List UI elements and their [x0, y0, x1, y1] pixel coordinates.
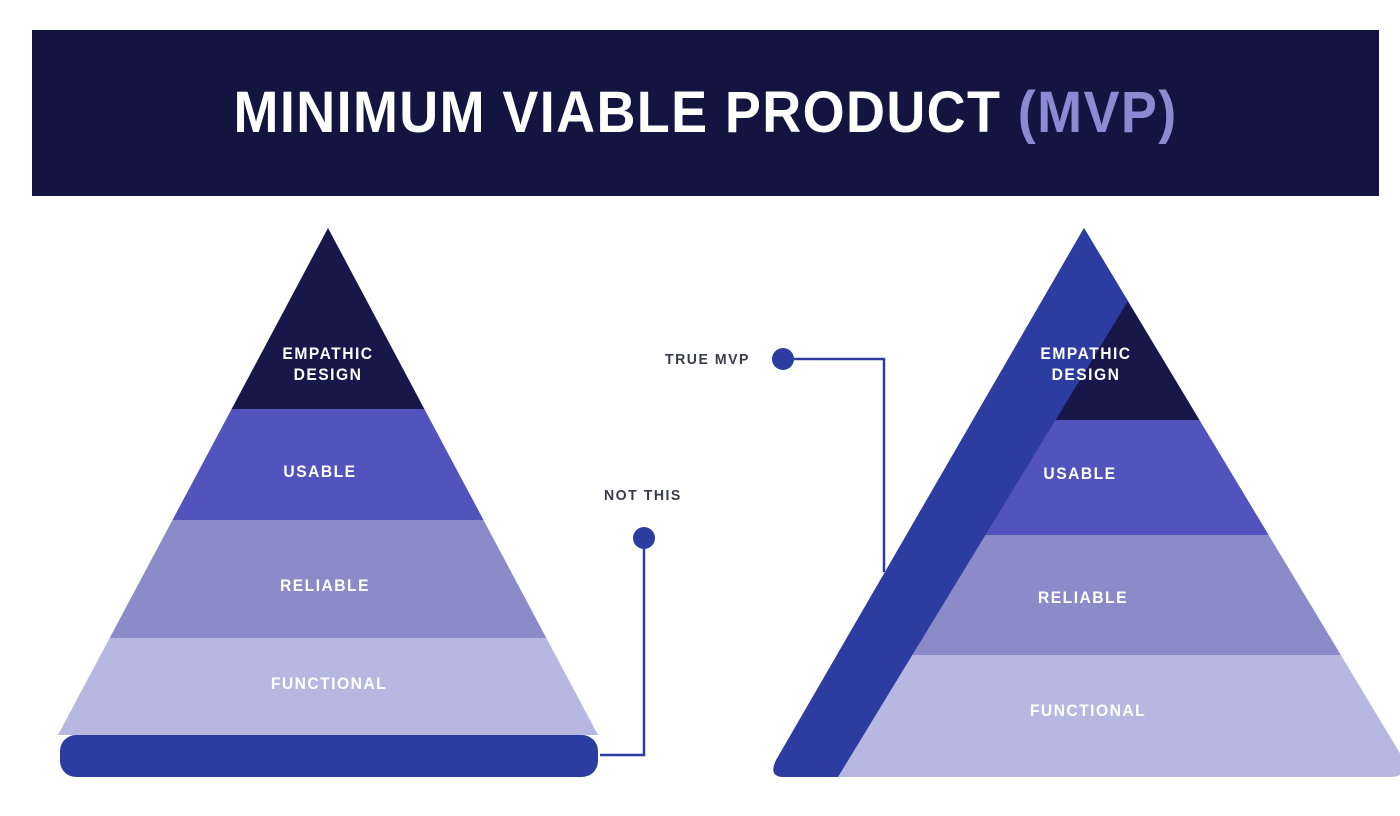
layer-usable-shape: [773, 420, 1400, 535]
true-mvp-pyramid: EMPATHIC DESIGN USABLE RELIABLE FUNCTION…: [756, 220, 1400, 790]
not-this-pyramid: EMPATHIC DESIGN USABLE RELIABLE FUNCTION…: [48, 220, 618, 790]
base-slab-highlight-shape: [60, 735, 598, 777]
not-this-connector-dot: [633, 527, 655, 549]
page-title: MINIMUM VIABLE PRODUCT (MVP): [233, 84, 1177, 142]
true-mvp-pyramid-svg: [773, 228, 1400, 777]
title-accent-text: (MVP): [1017, 80, 1178, 145]
layer-usable-shape: [58, 409, 598, 520]
annotation-label-not-this: NOT THIS: [604, 487, 682, 504]
left-edge-slice-highlight-shape: [773, 228, 1128, 777]
layer-reliable-shape: [58, 520, 598, 638]
layer-functional-shape: [58, 638, 598, 735]
annotation-label-true-mvp: TRUE MVP: [665, 351, 750, 368]
header-bar: MINIMUM VIABLE PRODUCT (MVP): [32, 30, 1379, 196]
layer-empathic-design-shape: [58, 228, 598, 409]
not-this-pyramid-svg: [58, 228, 598, 777]
title-main-text: MINIMUM VIABLE PRODUCT: [233, 80, 1002, 145]
